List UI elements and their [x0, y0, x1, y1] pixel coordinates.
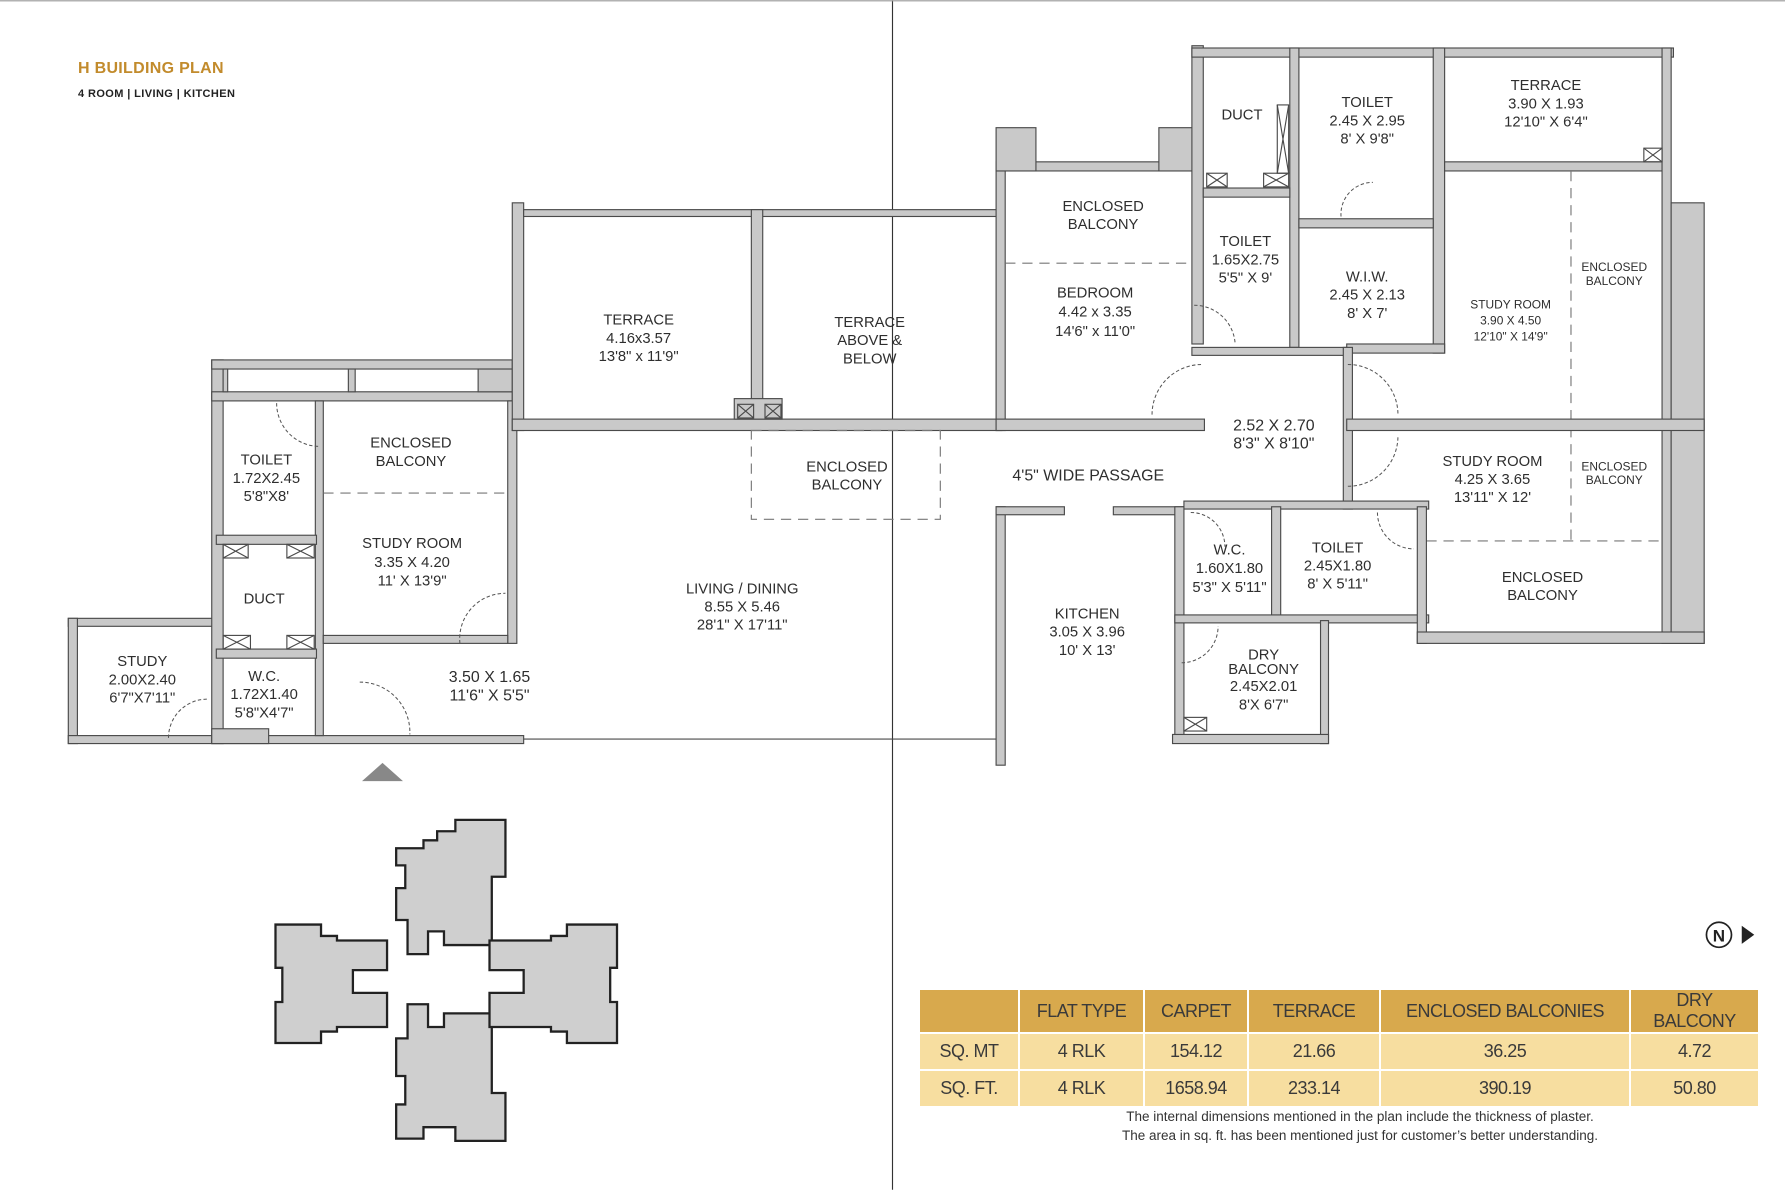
table-cell: 50.80: [1630, 1069, 1760, 1106]
page-subtitle: 4 ROOM | LIVING | KITCHEN: [78, 88, 236, 100]
table-header: TERRACE: [1248, 990, 1381, 1033]
table-header: DRY BALCONY: [1630, 990, 1760, 1033]
room-label: DUCT: [244, 592, 285, 608]
table-header: FLAT TYPE: [1019, 990, 1145, 1033]
table-cell: 154.12: [1144, 1032, 1249, 1070]
note-plaster: The internal dimensions mentioned in the…: [1126, 1109, 1594, 1124]
table-cell: 4 RLK: [1019, 1069, 1145, 1106]
table-row: SQ. FT. 4 RLK 1658.94 233.14 390.19 50.8…: [920, 1069, 1760, 1106]
table-header: [920, 990, 1020, 1033]
entrance-arrow-icon: [362, 762, 403, 782]
table-cell: SQ. MT: [920, 1032, 1020, 1070]
table-row: SQ. MT 4 RLK 154.12 21.66 36.25 4.72: [920, 1032, 1760, 1070]
table-cell: 21.66: [1248, 1032, 1381, 1070]
room-label: DUCT: [1221, 108, 1262, 124]
table-cell: 4.72: [1630, 1032, 1760, 1070]
north-arrow-icon: [1741, 925, 1755, 944]
door-swings: [167, 181, 1414, 738]
table-header: ENCLOSED BALCONIES: [1380, 990, 1631, 1033]
table-cell: 4 RLK: [1019, 1032, 1145, 1070]
table-cell: 390.19: [1380, 1069, 1631, 1106]
walls: [67, 45, 1705, 766]
page-title: H BUILDING PLAN: [78, 60, 224, 77]
area-table: FLAT TYPE CARPET TERRACE ENCLOSED BALCON…: [920, 990, 1760, 1106]
table-cell: 1658.94: [1144, 1069, 1249, 1106]
table-cell: 36.25: [1380, 1032, 1631, 1070]
key-plan: [274, 818, 619, 1142]
north-label: N: [1713, 927, 1725, 946]
table-header: CARPET: [1144, 990, 1249, 1033]
duct-markers: [222, 104, 1663, 732]
table-cell: SQ. FT.: [920, 1069, 1020, 1106]
note-sqft: The area in sq. ft. has been mentioned j…: [1121, 1128, 1599, 1143]
table-header-row: FLAT TYPE CARPET TERRACE ENCLOSED BALCON…: [920, 990, 1760, 1033]
table-cell: 233.14: [1248, 1069, 1381, 1106]
room-label: 4'5" WIDE PASSAGE: [1012, 468, 1164, 485]
north-compass-icon: [1705, 921, 1733, 949]
north-compass: N: [1705, 921, 1755, 949]
